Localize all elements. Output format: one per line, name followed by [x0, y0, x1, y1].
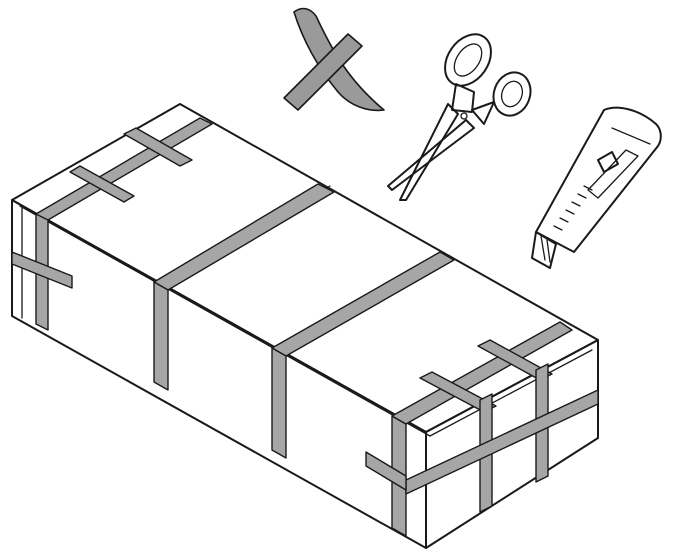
strap-middle-2-side: [271, 347, 287, 459]
strap-left-horizontal: [11, 251, 73, 289]
box-straps: [11, 117, 599, 537]
strap-middle-1-top: [153, 183, 335, 291]
utility-knife-icon: [531, 106, 662, 269]
strap-middle-2-top: [271, 251, 455, 357]
strap-left-top-a: [35, 117, 213, 221]
box-bevel-left: [19, 205, 431, 437]
strap-left-top-b: [69, 165, 135, 203]
strap-middle-1-side: [153, 281, 169, 391]
strap-left-top-c: [123, 127, 193, 167]
strap-right-top-b: [419, 371, 497, 413]
strap-right-top-c: [477, 339, 553, 381]
cut-mark-icon: [283, 7, 385, 112]
scissors-icon: [387, 33, 532, 201]
box-bevel-right: [429, 349, 593, 437]
strap-right-side-horizontal: [365, 451, 407, 491]
shipping-box: [11, 103, 599, 549]
box-top-face: [11, 103, 599, 433]
